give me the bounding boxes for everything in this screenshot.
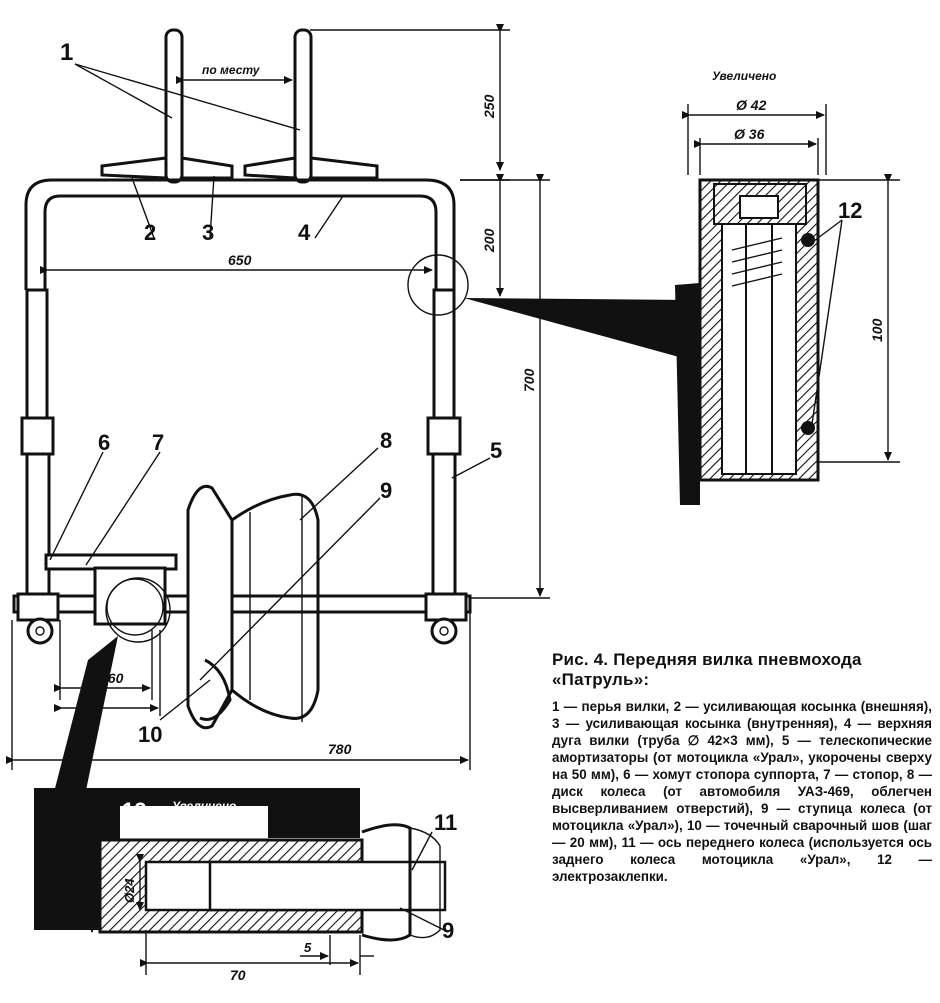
shock-lower-left: [25, 452, 51, 600]
dim-170: 170: [80, 691, 104, 707]
wheel-disk: [186, 484, 320, 730]
axle-clamp-right: [424, 592, 468, 622]
shock-upper-right: [432, 288, 456, 420]
axle-clamp-left: [16, 592, 60, 622]
dim-d36-bottom: Ø36: [74, 880, 89, 905]
label-6: 6: [98, 430, 110, 455]
label-9-bottom: 9: [442, 918, 454, 943]
dim-d24: Ø24: [122, 878, 137, 903]
label-11: 11: [434, 810, 457, 835]
dim-250: 250: [481, 94, 497, 119]
fork-assembly: [12, 28, 472, 730]
caption-title: Рис. 4. Передняя вилка пневмохода «Патру…: [552, 650, 862, 689]
label-12-top: 12: [838, 198, 862, 223]
gusset-inner-left: [180, 156, 234, 180]
note-po-mestu: по месту: [202, 63, 261, 77]
dimension-lines: [6, 24, 550, 770]
fork-leg-right: [293, 28, 313, 184]
label-1: 1: [60, 39, 73, 66]
leader-lines: [49, 63, 491, 721]
dim-d36: Ø 36: [734, 126, 765, 142]
dim-160: 160: [100, 670, 124, 686]
fork-leg-left: [164, 28, 184, 184]
dim-70: 70: [230, 967, 246, 983]
enlarged-shock-detail: [675, 104, 900, 505]
label-5: 5: [490, 438, 502, 463]
detail-wedge-top: [464, 298, 690, 360]
detail-callout-top: [407, 254, 469, 316]
dim-d42: Ø 42: [736, 97, 767, 113]
rivet-bottom: [801, 421, 815, 435]
gusset-outer-left: [100, 156, 168, 180]
dim-700: 700: [521, 368, 537, 392]
shock-collar-right: [426, 416, 462, 456]
top-arc-outer: [24, 178, 456, 290]
dim-100: 100: [869, 318, 885, 342]
hub-body: [93, 566, 167, 626]
dim-200: 200: [481, 228, 497, 253]
label-4: 4: [298, 220, 311, 245]
shock-collar-left: [20, 416, 55, 456]
top-arc-inner: [43, 194, 438, 290]
dim-5: 5: [304, 940, 312, 955]
figure-caption: Рис. 4. Передняя вилка пневмохода «Патру…: [552, 650, 932, 885]
gusset-outer-right: [243, 156, 297, 180]
caption-body: 1 — перья вилки, 2 — усиливающая косынка…: [552, 699, 932, 884]
axle-shaft: [208, 860, 447, 912]
detail-wedge-bottom: [52, 636, 118, 800]
item-numbers: 1 2 3 4 5 6 7 8 9 10 11 12 12 9: [60, 39, 862, 943]
label-8: 8: [380, 428, 392, 453]
front-axle: [12, 594, 472, 614]
eye-right: [430, 617, 458, 645]
rivet-top: [801, 233, 815, 247]
note-zoomed-top: Увеличено: [712, 69, 776, 83]
label-12-bottom: 12: [122, 798, 146, 823]
shock-spring: [731, 237, 783, 287]
dark-block: [34, 788, 360, 850]
shock-rod: [745, 223, 773, 475]
hub-detail-circle: [106, 578, 164, 636]
gusset-inner-right: [309, 156, 379, 180]
label-9: 9: [380, 478, 392, 503]
shock-upper-left: [25, 288, 49, 420]
enlarged-axle-detail: [34, 788, 447, 975]
label-7: 7: [152, 430, 164, 455]
label-3: 3: [202, 220, 214, 245]
dim-650: 650: [228, 252, 252, 268]
detail-callout-bottom: [105, 577, 171, 643]
label-2: 2: [144, 220, 156, 245]
eye-left: [26, 617, 54, 645]
dimension-texts: по месту 250 200 700 650 160 170 780 Уве…: [74, 63, 885, 983]
dim-780: 780: [328, 741, 352, 757]
label-10: 10: [138, 722, 162, 747]
note-zoomed-bottom: Увеличено: [172, 799, 236, 813]
shock-lower-right: [431, 452, 457, 600]
